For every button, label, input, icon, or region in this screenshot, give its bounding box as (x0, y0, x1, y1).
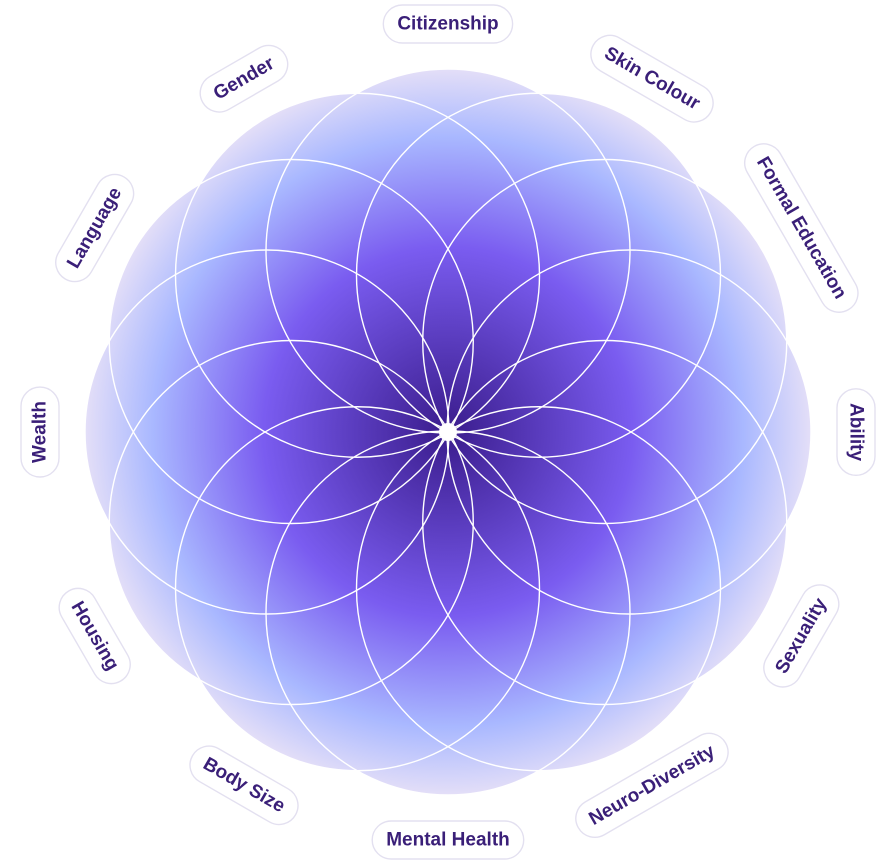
center-dot (439, 423, 457, 441)
label-pill: Gender (193, 38, 294, 118)
label-pill: Wealth (21, 387, 59, 477)
label-pill: Citizenship (383, 5, 512, 43)
label-pill: Housing (52, 581, 137, 690)
label-pill: Mental Health (372, 821, 524, 859)
petal-fill (176, 93, 540, 457)
label-text: Wealth (30, 401, 51, 463)
label-text: Ability (846, 403, 867, 461)
label-text: Citizenship (397, 14, 498, 35)
label-text: Mental Health (386, 830, 510, 851)
label-pill: Ability (837, 389, 875, 476)
